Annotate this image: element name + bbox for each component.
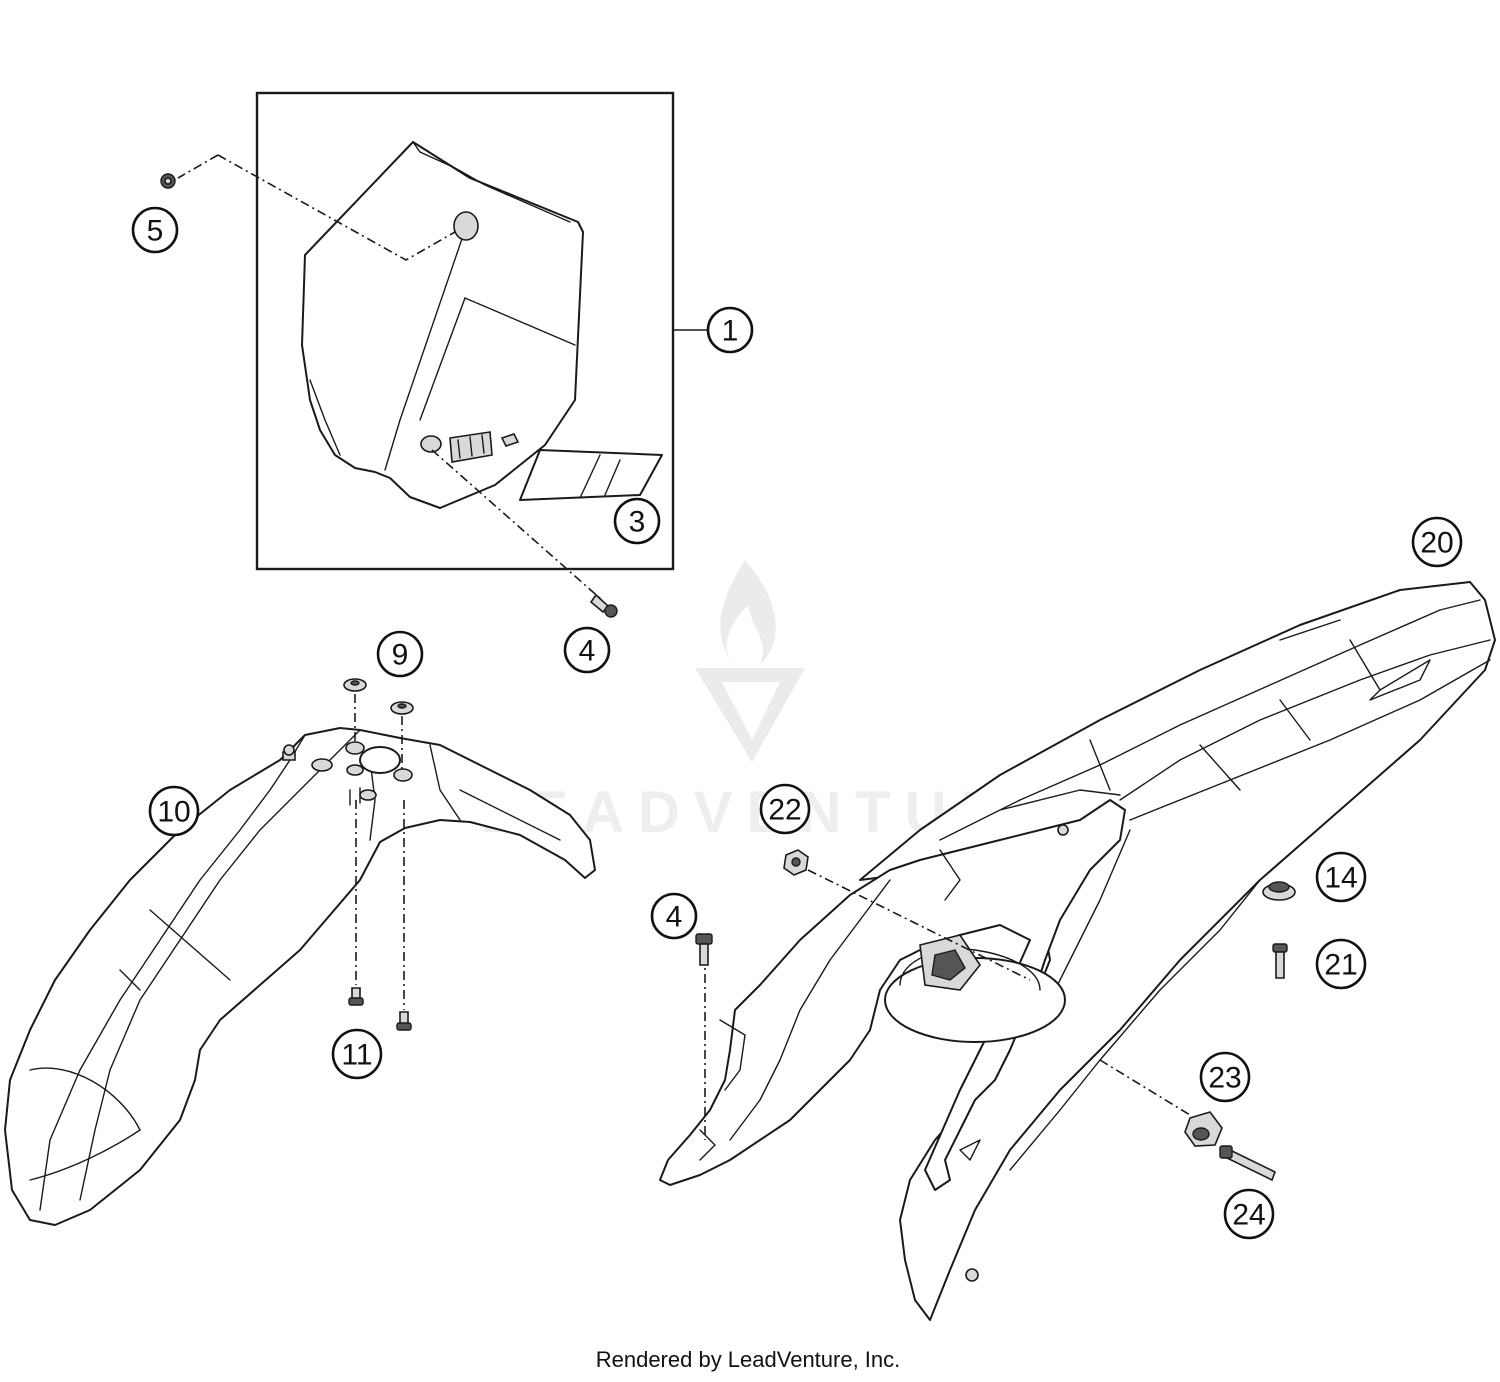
callout-22: 22 (759, 783, 811, 835)
callout-4-top: 4 (563, 626, 611, 674)
footer-credit: Rendered by LeadVenture, Inc. (596, 1347, 901, 1372)
washer-9b (390, 701, 414, 715)
callout-3: 3 (613, 497, 661, 545)
callout-24: 24 (1223, 1188, 1275, 1240)
bolt-24 (1219, 1145, 1277, 1182)
screw-4b (695, 933, 713, 966)
svg-text:4: 4 (666, 901, 683, 934)
svg-text:20: 20 (1420, 527, 1453, 560)
svg-text:1: 1 (722, 315, 739, 348)
svg-text:22: 22 (768, 794, 801, 827)
callout-4-rear: 4 (650, 892, 698, 940)
front-fender (4, 727, 596, 1226)
assembly-frame (255, 91, 675, 571)
washer-9a (343, 678, 367, 692)
svg-text:24: 24 (1232, 1199, 1265, 1232)
callout-10: 10 (148, 785, 200, 837)
number-plate (301, 141, 584, 509)
svg-text:21: 21 (1324, 949, 1357, 982)
svg-text:10: 10 (157, 796, 190, 829)
nut-22-dashline (807, 869, 1031, 981)
bolt-11b (396, 1011, 412, 1031)
svg-text:5: 5 (147, 215, 164, 248)
callout-14: 14 (1315, 851, 1367, 903)
screw-5-dashline-b (217, 154, 456, 261)
callout-9: 9 (376, 630, 424, 678)
callout-23: 23 (1199, 1051, 1251, 1103)
nut-22 (783, 849, 809, 876)
svg-text:4: 4 (579, 635, 596, 668)
callout-21: 21 (1315, 938, 1367, 990)
screw-5-dashline-a (177, 154, 219, 179)
decal-sticker (519, 449, 663, 501)
callout-11: 11 (331, 1028, 383, 1080)
rear-side-panel (659, 799, 1126, 1282)
nut-5 (160, 173, 176, 189)
svg-text:9: 9 (392, 639, 409, 672)
collar-23-dashline (1099, 1059, 1191, 1116)
svg-text:11: 11 (341, 1039, 372, 1072)
bolt-11a (348, 987, 364, 1006)
bolt-21 (1272, 943, 1288, 979)
collar-23 (1184, 1111, 1223, 1147)
callout-5: 5 (131, 206, 179, 254)
svg-text:3: 3 (629, 506, 646, 539)
svg-text:23: 23 (1208, 1062, 1241, 1095)
grommet-14 (1262, 881, 1296, 901)
svg-text:14: 14 (1324, 862, 1357, 895)
callout-1: 1 (706, 306, 754, 354)
callout-20: 20 (1411, 516, 1463, 568)
screw-4a (589, 593, 618, 618)
